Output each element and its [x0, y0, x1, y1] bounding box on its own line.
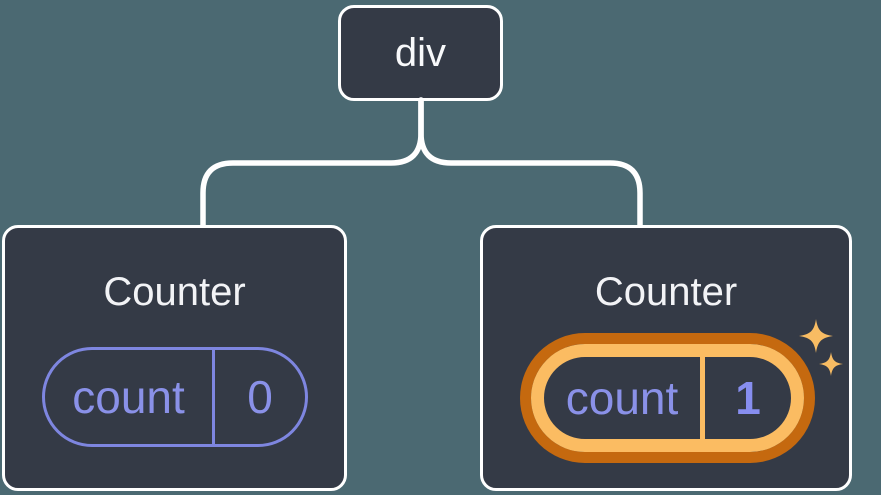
state-value: 0: [247, 371, 273, 423]
state-value: 1: [735, 372, 761, 424]
state-key-label: count: [72, 371, 185, 423]
state-pill-right-highlighted: count 1: [531, 344, 804, 452]
sparkles-icon: [799, 319, 843, 376]
counter-card-right: Counter count 1: [480, 225, 852, 491]
state-pill-left: count 0: [42, 347, 308, 447]
pill-divider: [700, 357, 705, 439]
state-key-label: count: [565, 372, 679, 424]
pill-divider: [212, 350, 215, 444]
root-node-label: div: [394, 30, 447, 75]
connector-right-branch: [418, 97, 643, 229]
counter-card-right-title: Counter: [594, 270, 738, 314]
connector-left-branch: [200, 97, 424, 229]
root-node-div: div: [338, 5, 503, 101]
counter-card-left: Counter count 0: [2, 225, 347, 491]
counter-card-left-title: Counter: [103, 270, 246, 314]
